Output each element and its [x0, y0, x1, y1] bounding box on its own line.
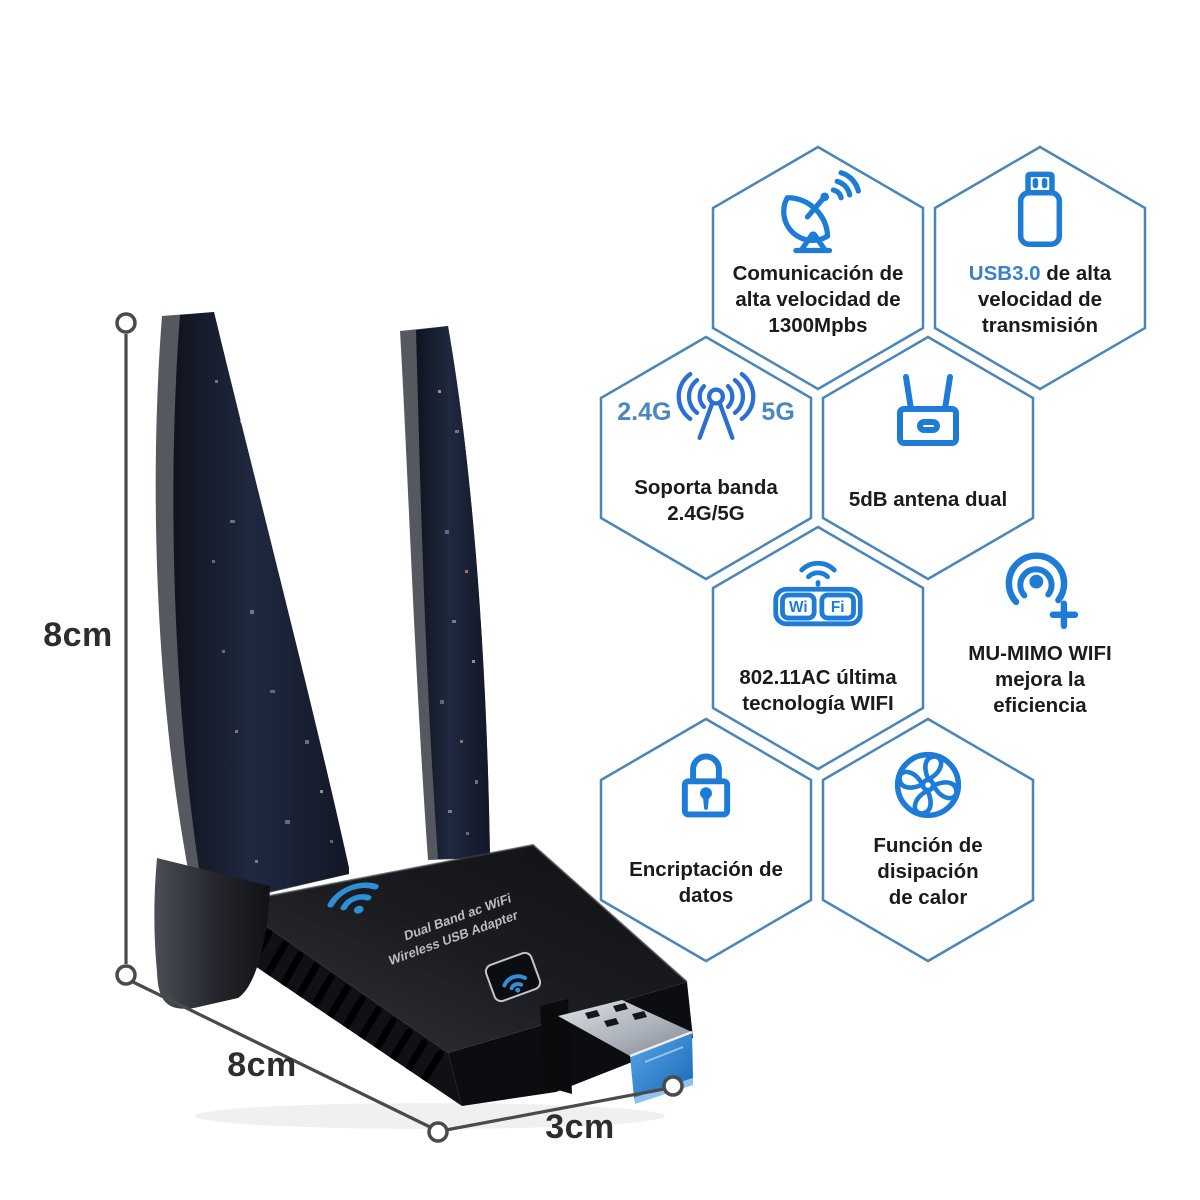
feature-text-line: 5dB antena dual [848, 488, 1008, 511]
feature-text-line: disipación [877, 860, 979, 883]
wifi-badge-wi-label: Wi [789, 599, 808, 616]
feature-text-line: 802.11AC última [739, 666, 897, 689]
feature-text-line: alta velocidad de [735, 288, 901, 311]
feature-text-line: 1300Mpbs [768, 314, 868, 337]
feature-text-line: mejora la [994, 668, 1086, 691]
feature-hex-heat-dissipation: Función de disipación de calor [821, 717, 1035, 963]
feature-text-line: Soporta banda [634, 476, 778, 499]
wifi-badges-icon: Wi Fi [773, 560, 863, 627]
feature-hex-80211ac: Wi Fi 802.11AC última tecnología WIFI [711, 525, 925, 771]
cooling-fan-icon [894, 751, 962, 819]
feature-text-line: Comunicación de [732, 262, 904, 285]
right-antenna [400, 326, 490, 860]
height-dimension-label: 8cm [43, 616, 113, 654]
feature-hex-usb3: USB3.0 de alta velocidad de transmisión [933, 145, 1147, 391]
feature-text-line: datos [678, 884, 734, 907]
wifi-certified-badge [484, 951, 542, 1003]
feature-text-line: velocidad de [977, 288, 1103, 311]
wifi-badge-fi-label: Fi [831, 599, 845, 616]
feature-hex-dual-band: 2.4G 5G Soporta banda 2.4G/5G [599, 335, 813, 581]
left-antenna-foot [154, 858, 270, 1009]
feature-text-line: Encriptación de [629, 858, 783, 881]
padlock-icon [681, 753, 731, 818]
depth-dimension-label: 3cm [545, 1108, 615, 1146]
mu-mimo-signal-icon [1005, 552, 1079, 630]
satellite-dish-icon [781, 170, 861, 254]
feature-text-line: 2.4G/5G [667, 502, 745, 525]
feature-text-line: eficiencia [993, 694, 1087, 717]
usb-drive-icon [1017, 171, 1063, 248]
feature-text-line: de calor [888, 886, 968, 909]
feature-hex-encryption: Encriptación de datos [599, 717, 813, 963]
band-5g-label: 5G [761, 397, 795, 426]
usb3-accent: USB3.0 [968, 262, 1041, 285]
band-2-4g-label: 2.4G [617, 397, 672, 426]
feature-hex-dual-antenna: 5dB antena dual [821, 335, 1035, 581]
wifi-logo [327, 882, 379, 914]
width-dimension-label: 8cm [227, 1046, 297, 1084]
feature-text-line: transmisión [981, 314, 1099, 337]
feature-hex-high-speed: Comunicación de alta velocidad de 1300Mp… [711, 145, 925, 391]
feature-text-line: MU-MIMO WIFI [968, 642, 1112, 665]
feature-text-line: Función de [873, 834, 983, 857]
left-antenna [155, 312, 349, 910]
antenna-bands-icon [677, 372, 756, 440]
feature-hex-mu-mimo: MU-MIMO WIFI mejora la eficiencia [933, 525, 1147, 771]
feature-text-line: USB3.0 de alta [968, 262, 1112, 285]
dimension-lines [115, 312, 684, 1143]
router-dual-antenna-icon [897, 374, 959, 446]
feature-text-line: tecnología WIFI [742, 692, 894, 715]
